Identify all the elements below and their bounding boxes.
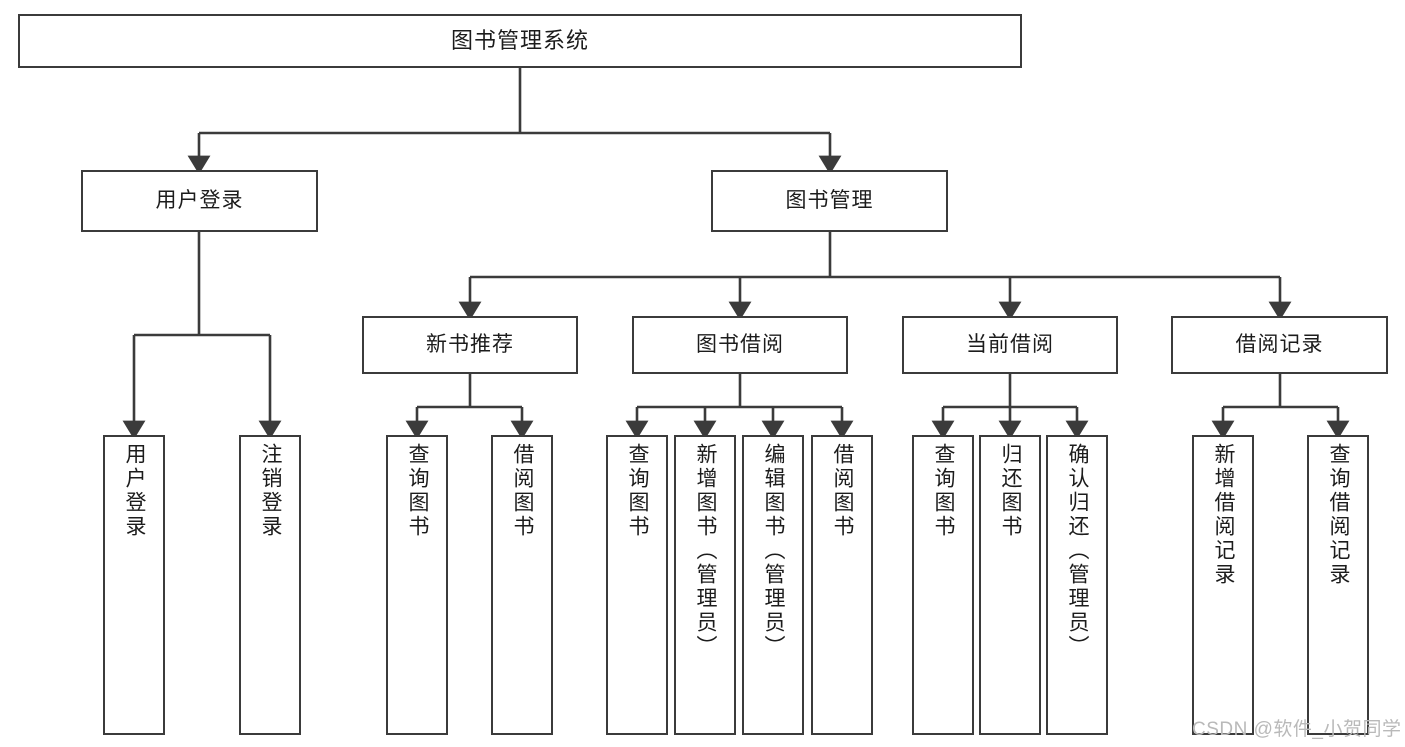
node-root-system[interactable]: 图书管理系统	[18, 14, 1022, 68]
node-book-borrow[interactable]: 图书借阅	[632, 316, 848, 374]
leaf-recommend-borrow-book[interactable]: 借阅图书	[491, 435, 553, 735]
leaf-borrow-edit-book-admin[interactable]: 编辑图书（管理员）	[742, 435, 804, 735]
leaf-borrow-query-book[interactable]: 查询图书	[606, 435, 668, 735]
leaf-current-confirm-return-admin[interactable]: 确认归还（管理员）	[1046, 435, 1108, 735]
leaf-current-query-book[interactable]: 查询图书	[912, 435, 974, 735]
leaf-borrow-add-book-admin[interactable]: 新增图书（管理员）	[674, 435, 736, 735]
node-new-book-recommend[interactable]: 新书推荐	[362, 316, 578, 374]
node-current-borrow[interactable]: 当前借阅	[902, 316, 1118, 374]
leaf-recommend-query-book[interactable]: 查询图书	[386, 435, 448, 735]
leaf-user-login-login[interactable]: 用户登录	[103, 435, 165, 735]
node-book-management[interactable]: 图书管理	[711, 170, 948, 232]
leaf-current-return-book[interactable]: 归还图书	[979, 435, 1041, 735]
leaf-borrow-borrow-book[interactable]: 借阅图书	[811, 435, 873, 735]
leaf-records-add-record[interactable]: 新增借阅记录	[1192, 435, 1254, 735]
csdn-watermark: CSDN @软件_小贺同学	[1192, 719, 1402, 740]
node-borrow-records[interactable]: 借阅记录	[1171, 316, 1388, 374]
leaf-user-login-logout[interactable]: 注销登录	[239, 435, 301, 735]
node-user-login[interactable]: 用户登录	[81, 170, 318, 232]
leaf-records-query-record[interactable]: 查询借阅记录	[1307, 435, 1369, 735]
